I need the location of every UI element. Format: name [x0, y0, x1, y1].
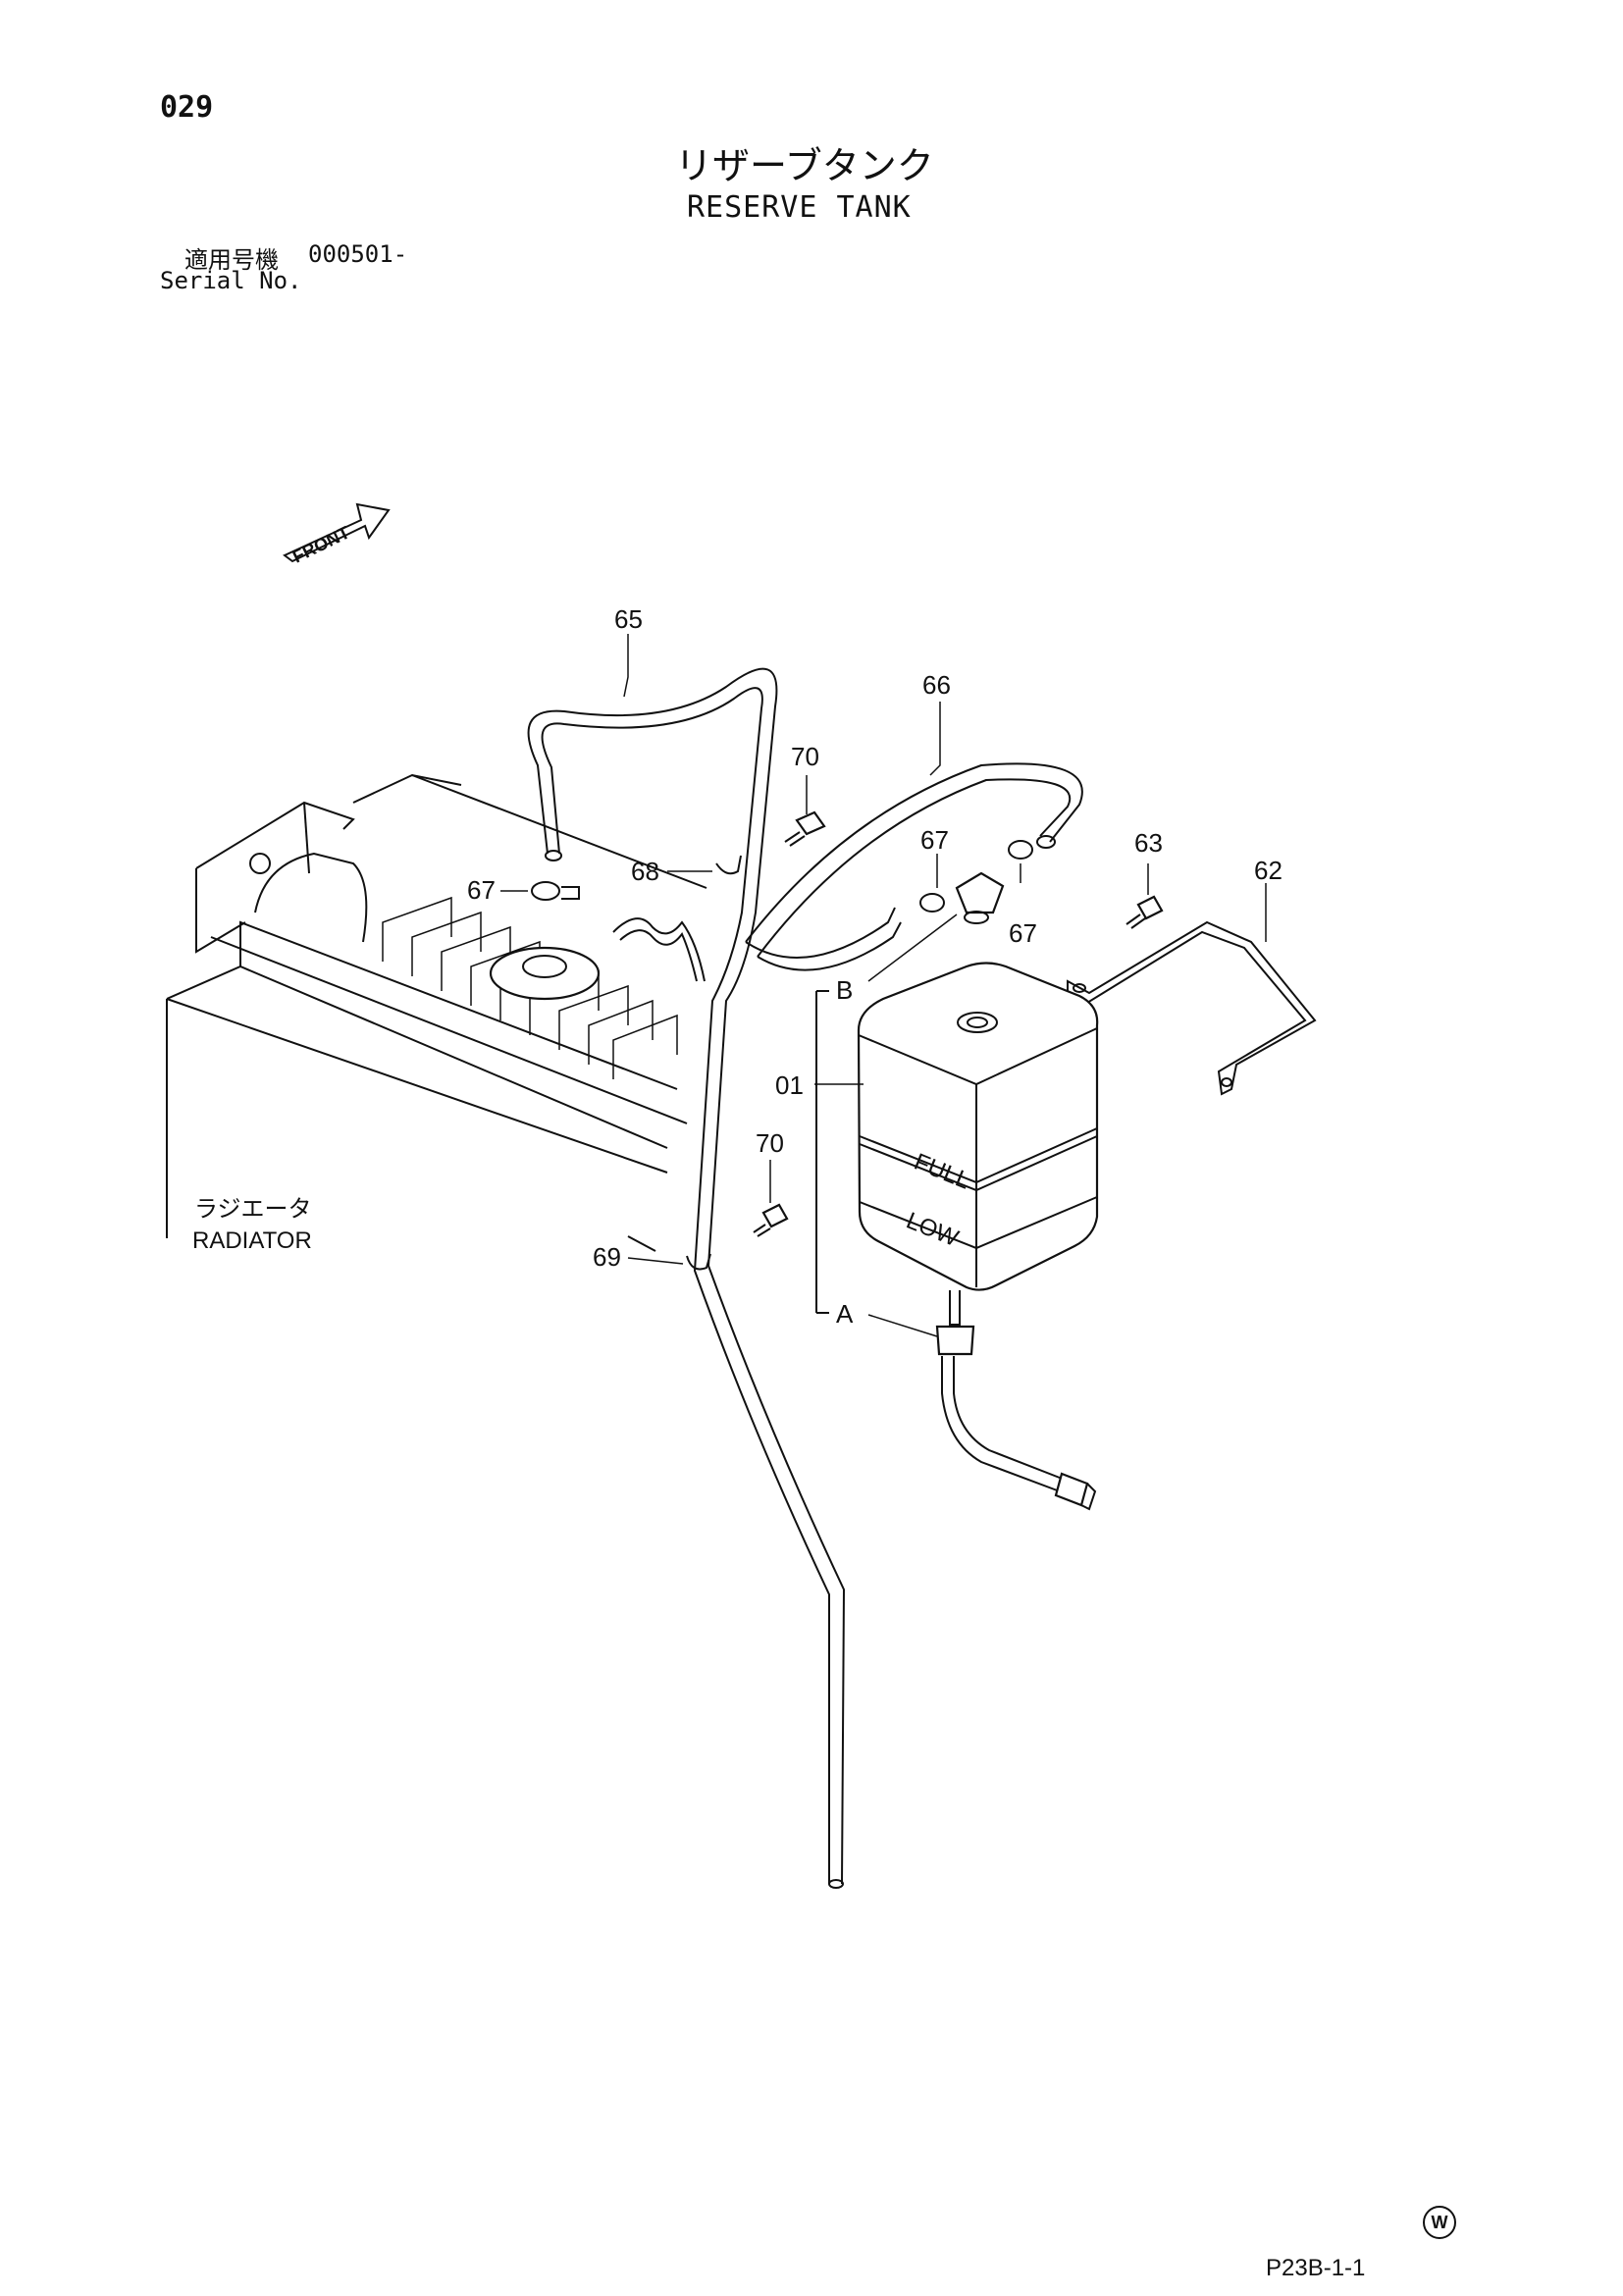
bolt-70-upper	[784, 810, 826, 847]
callout-67-right: 67	[1009, 918, 1037, 948]
callout-67-mid: 67	[920, 825, 949, 855]
hose-65	[527, 667, 846, 1889]
hose-66	[745, 762, 1083, 971]
reserve-tank-01: FULL LOW	[857, 962, 1099, 1291]
clamp-69	[686, 1253, 711, 1271]
page-title-en: RESERVE TANK	[687, 190, 912, 225]
radiator-label-en: RADIATOR	[192, 1227, 312, 1254]
bolt-70-lower	[753, 1203, 789, 1237]
callout-a: A	[836, 1299, 854, 1329]
clamp-68	[715, 855, 742, 875]
radiator-label-jp: ラジエータ	[194, 1196, 312, 1223]
callout-62: 62	[1254, 856, 1283, 885]
serial-label-jp: 適用号機	[184, 246, 279, 274]
callout-70-lower: 70	[756, 1128, 784, 1158]
callout-65: 65	[614, 604, 643, 634]
callout-68: 68	[631, 857, 659, 886]
tank-cap	[955, 871, 1005, 924]
front-label: FRONT	[289, 522, 352, 566]
callout-66: 66	[922, 670, 951, 700]
clamp-67-right	[1008, 840, 1033, 860]
radiator	[166, 773, 707, 1252]
serial-label-en: Serial No.	[160, 267, 302, 294]
callout-69: 69	[593, 1242, 621, 1272]
level-sensor	[935, 1290, 1097, 1511]
callout-63: 63	[1134, 828, 1163, 858]
front-arrow-icon: FRONT	[283, 502, 391, 567]
leader-lines	[500, 634, 1267, 1337]
clamp-67-left	[531, 881, 580, 901]
bolt-63	[1126, 895, 1164, 929]
callout-70-upper: 70	[791, 742, 819, 771]
drawing-code: P23B-1-1	[1266, 2255, 1366, 2281]
bracket-62	[1067, 920, 1317, 1096]
page-number: 029	[160, 90, 214, 125]
page-title-jp: リザーブタンク	[675, 144, 934, 187]
watermark-icon: W	[1423, 2206, 1456, 2239]
serial-value: 000501-	[308, 240, 408, 268]
clamp-67-mid	[919, 893, 945, 913]
callout-b: B	[836, 975, 853, 1005]
callout-01: 01	[775, 1070, 804, 1100]
callout-67-left: 67	[467, 875, 496, 905]
